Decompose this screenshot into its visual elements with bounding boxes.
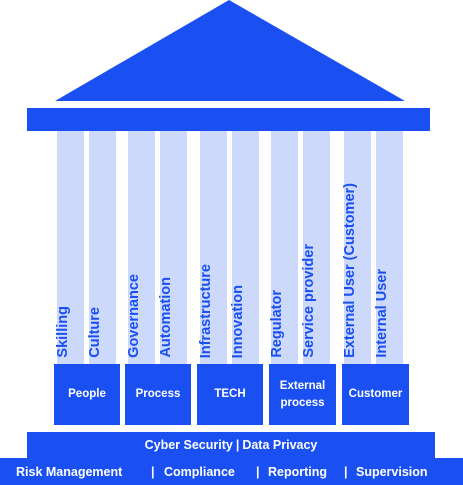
cyber-security-label: Cyber Security bbox=[144, 438, 233, 452]
separator: | bbox=[151, 464, 155, 479]
entablature bbox=[27, 108, 430, 131]
block-people: People bbox=[54, 364, 120, 425]
pillar-skilling: Skilling bbox=[54, 131, 84, 364]
risk-management-label: Risk Management bbox=[16, 464, 123, 479]
pillar-label: Infrastructure bbox=[197, 263, 214, 358]
pillar-innovation: Innovation bbox=[229, 131, 259, 364]
pillar-label: Culture bbox=[86, 307, 103, 358]
block-label: Customer bbox=[348, 388, 403, 401]
pillar-governance: Governance bbox=[125, 131, 155, 364]
block-label: External process bbox=[279, 379, 326, 409]
pillar-culture: Culture bbox=[86, 131, 116, 364]
block-label: TECH bbox=[214, 388, 246, 401]
pillar-internal-user: Internal User bbox=[373, 131, 403, 364]
foundation-top: Cyber Security | Data Privacy bbox=[27, 432, 435, 458]
pillar-label: External User (Customer) bbox=[341, 183, 358, 358]
roof-pediment bbox=[55, 0, 405, 101]
reporting-label: Reporting bbox=[268, 464, 328, 479]
separator: | bbox=[235, 438, 240, 452]
pillar-label: Service provider bbox=[300, 244, 317, 358]
separator: | bbox=[256, 464, 260, 479]
pillar-service-provider: Service provider bbox=[300, 131, 330, 364]
block-process: Process bbox=[125, 364, 191, 425]
supervision-label: Supervision bbox=[356, 464, 428, 479]
separator: | bbox=[344, 464, 348, 479]
pillar-automation: Automation bbox=[157, 131, 187, 364]
block-external-process: External process bbox=[269, 364, 336, 425]
block-label: People bbox=[68, 388, 106, 401]
pillar-label: Automation bbox=[157, 277, 174, 358]
block-label: Process bbox=[135, 388, 181, 401]
data-privacy-label: Data Privacy bbox=[242, 438, 318, 452]
block-tech: TECH bbox=[197, 364, 263, 425]
pillar-label: Regulator bbox=[268, 290, 285, 358]
pillar-label: Innovation bbox=[229, 284, 246, 358]
pillar-label: Internal User bbox=[373, 269, 390, 358]
pillar-label: Skilling bbox=[54, 306, 71, 358]
compliance-label: Compliance bbox=[164, 464, 235, 479]
pillar-external-user: External User (Customer) bbox=[341, 131, 371, 364]
roof bbox=[55, 0, 405, 101]
pillar-regulator: Regulator bbox=[268, 131, 298, 364]
foundation-bottom: Risk Management | Compliance | Reporting… bbox=[0, 458, 463, 485]
pillar-infrastructure: Infrastructure bbox=[197, 131, 227, 364]
block-customer: Customer bbox=[342, 364, 409, 425]
pillar-label: Governance bbox=[125, 274, 142, 358]
